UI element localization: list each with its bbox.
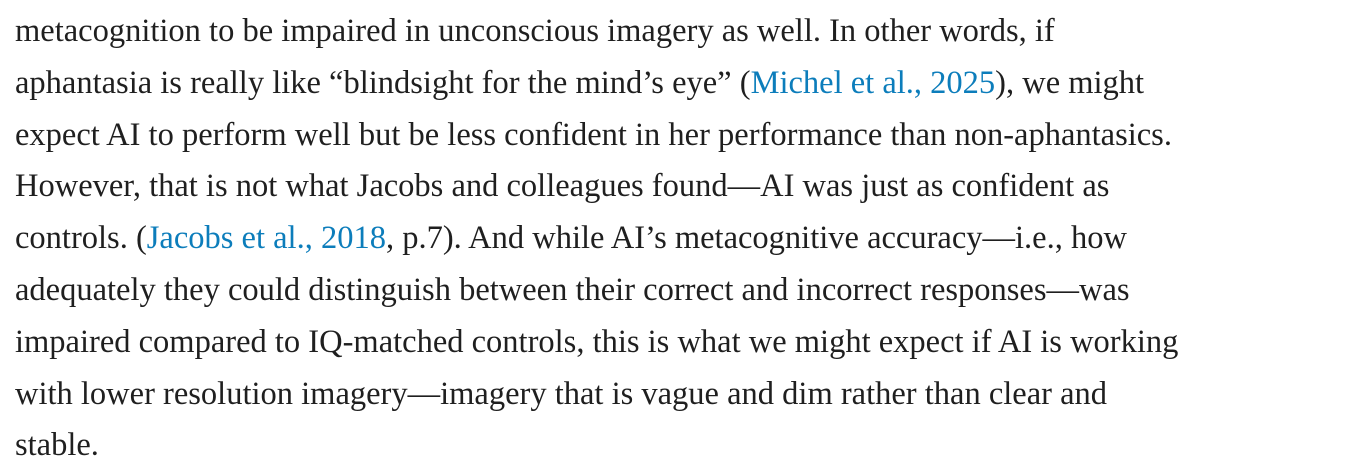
text-line: impaired compared to IQ-matched controls… xyxy=(15,323,1179,360)
text-line: aphantasia is really like “blindsight fo… xyxy=(15,58,1178,110)
text-segment: aphantasia is really like “blindsight fo… xyxy=(15,64,751,101)
body-paragraph: metacognition to be impaired in unconsci… xyxy=(15,6,1178,472)
citation-link-michel-2025[interactable]: Michel et al., 2025 xyxy=(750,64,996,101)
text-segment: , p.7). And while AI’s metacognitive acc… xyxy=(385,220,1127,257)
text-segment: ), we might xyxy=(995,64,1145,101)
text-line: with lower resolution imagery—imagery th… xyxy=(15,375,1108,412)
text-segment: controls. ( xyxy=(15,220,147,257)
text-line: However, that is not what Jacobs and col… xyxy=(15,168,1110,205)
citation-link-jacobs-2018[interactable]: Jacobs et al., 2018 xyxy=(146,220,386,257)
text-line: expect AI to perform well but be less co… xyxy=(15,116,1172,153)
text-line: adequately they could distinguish betwee… xyxy=(15,271,1130,308)
text-line: metacognition to be impaired in unconsci… xyxy=(15,13,1055,49)
text-line: stable. xyxy=(15,427,99,464)
text-line: controls. (Jacobs et al., 2018, p.7). An… xyxy=(15,213,1178,265)
